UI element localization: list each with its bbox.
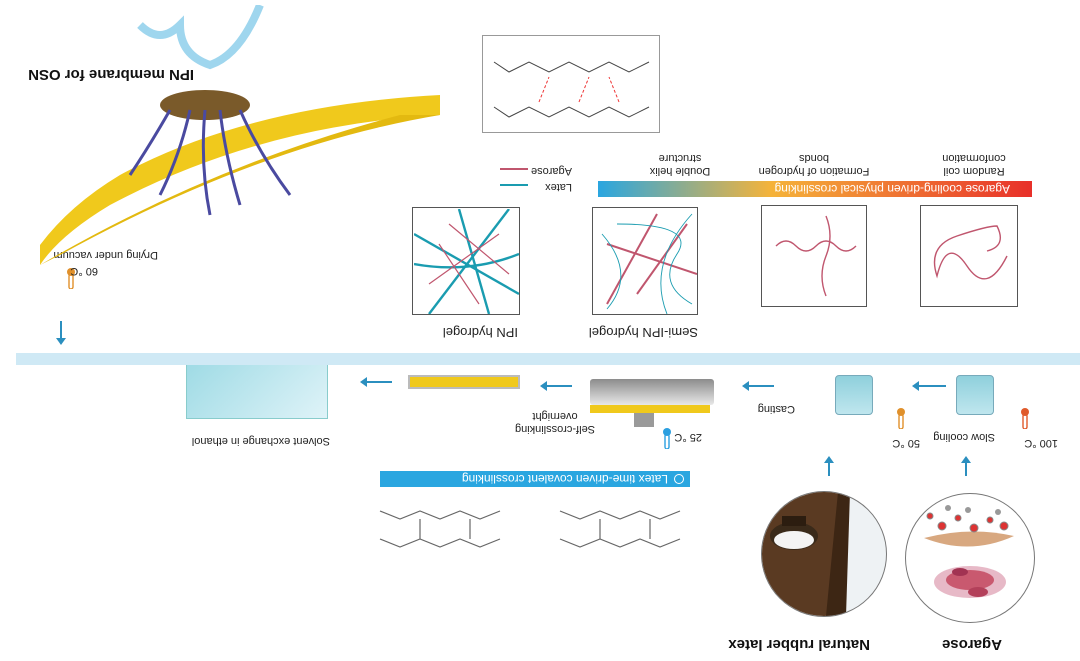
- slow-cooling-label: Slow cooling: [933, 431, 995, 443]
- random-coil-label: Random coil conformation: [942, 152, 1006, 177]
- agarose-seaweed-illustration: [924, 505, 1014, 598]
- legend-latex-label: Latex: [545, 181, 572, 193]
- solvent-exchange-label: Solvent exchange in ethanol: [191, 435, 330, 447]
- thermometer-60-icon: [67, 268, 75, 289]
- double-helix-label: Double helix structure: [649, 152, 711, 177]
- agarose-band-label: Agarose cooling-driven physical crosslin…: [774, 182, 1010, 196]
- semi-ipn-hydrogel-panel: [592, 207, 698, 315]
- beaker-50: [835, 375, 873, 415]
- semi-ipn-hydrogel-title: Semi-IPN hydrogel: [588, 325, 698, 340]
- thermometer-50-icon: [897, 408, 905, 429]
- legend-agarose-label: Agarose: [531, 165, 572, 177]
- legend-latex-swatch: [500, 184, 528, 186]
- agarose-circle: [905, 493, 1035, 623]
- latex-chain-structures: [379, 510, 681, 548]
- latex-crosslinking-band: Latex time-driven covalent crosslinking: [380, 471, 690, 487]
- ipn-hydrogel-title: IPN hydrogel: [442, 325, 518, 340]
- double-helix-panel: [761, 205, 867, 307]
- temp-60-label: 60 °C: [70, 265, 98, 277]
- membrane-title: IPN membrane for OSN: [28, 66, 194, 83]
- flow-arrow-1: [918, 385, 946, 387]
- flow-arrow-latex: [828, 462, 830, 476]
- rubber-tree-illustration: [762, 492, 850, 616]
- legend: Latex Agarose: [492, 161, 572, 193]
- agarose-title: Agarose: [941, 636, 1002, 653]
- flow-arrow-2: [748, 385, 774, 387]
- latex-circle: [761, 491, 887, 617]
- process-flow-ribbon: [16, 353, 1080, 365]
- ethanol-bath: [186, 363, 328, 419]
- flow-arrow-4: [366, 381, 392, 383]
- semi-ipn-network-illustration: [601, 213, 698, 315]
- thermometer-25-icon: [663, 428, 671, 449]
- random-coil-panel: [920, 205, 1018, 307]
- beaker-100: [956, 375, 994, 415]
- self-crosslinking-label: Self-crosslinking overnight: [514, 410, 596, 435]
- temp-25-label: 25 °C: [674, 431, 702, 443]
- legend-agarose: Agarose: [492, 161, 572, 177]
- flow-arrow-agarose: [965, 462, 967, 476]
- ipn-membrane-illustration: [40, 5, 440, 265]
- latex-band-label: Latex time-driven covalent crosslinking: [461, 472, 668, 486]
- temp-50-label: 50 °C: [892, 437, 920, 449]
- agarose-hydrogen-bond-structure: [482, 35, 660, 133]
- ipn-network-illustration: [413, 208, 520, 315]
- random-coil-illustration: [933, 225, 1008, 280]
- flow-arrow-drying: [60, 321, 62, 339]
- agarose-crosslinking-band: Agarose cooling-driven physical crosslin…: [598, 181, 1032, 197]
- cast-film: [408, 375, 520, 389]
- casting-label: Casting: [757, 403, 795, 415]
- legend-latex: Latex: [492, 177, 572, 193]
- legend-agarose-swatch: [500, 168, 528, 170]
- casting-machine: [584, 373, 714, 427]
- latex-title: Natural rubber latex: [728, 636, 870, 653]
- thermometer-100-icon: [1021, 408, 1029, 429]
- ipn-hydrogel-panel: [412, 207, 520, 315]
- double-helix-illustration: [775, 215, 857, 297]
- hydrogen-bonds-label: Formation of hydrogen bonds: [758, 152, 870, 177]
- chemical-structure-diagram: [493, 61, 650, 118]
- flow-arrow-3: [546, 385, 572, 387]
- temp-100-label: 100 °C: [1024, 437, 1058, 449]
- band-dot-icon: [674, 474, 684, 484]
